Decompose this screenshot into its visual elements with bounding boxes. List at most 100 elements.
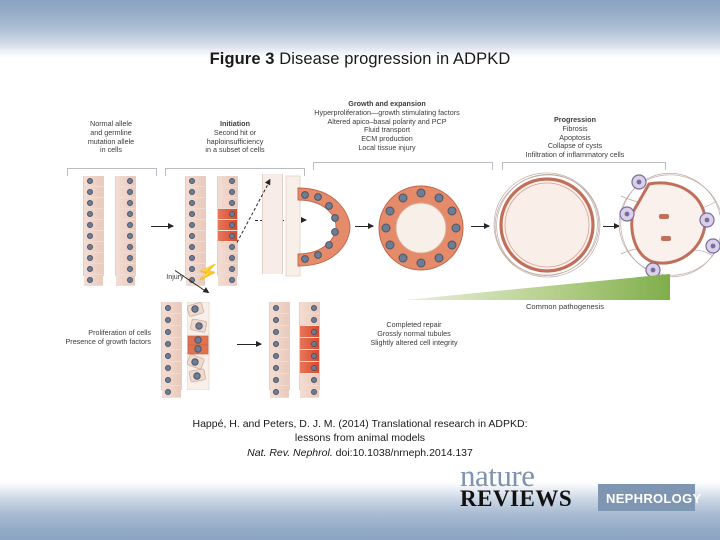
epithelial-cell (300, 326, 319, 338)
epithelial-cell (300, 350, 319, 362)
epithelial-cell (186, 231, 205, 242)
epithelial-cell (116, 187, 135, 198)
epithelial-cell (84, 220, 103, 231)
epithelial-cell (300, 386, 319, 398)
epithelial-cell (116, 264, 135, 275)
epithelial-cell (270, 338, 289, 350)
cell-nucleus (126, 222, 133, 228)
top-gradient-band (0, 0, 720, 58)
cell-nucleus (188, 189, 195, 195)
heading-growth-line5: Local tissue injury (358, 142, 416, 152)
lightning-bolt-icon: ⚡ (195, 260, 221, 285)
heading-initiation-line1: Second hit or (213, 127, 257, 137)
epithelial-cell (84, 176, 103, 187)
sloughing-cells-graphic (187, 302, 210, 390)
repair-line1: Completed repair (386, 320, 442, 329)
bracket-initiation (165, 168, 305, 176)
common-pathogenesis-label: Common pathogenesis (525, 302, 605, 311)
bracket-progression (502, 162, 666, 170)
cell-nucleus (86, 211, 93, 217)
citation-line1: Happé, H. and Peters, D. J. M. (2014) Tr… (192, 418, 528, 430)
heading-initiation-line3: in a subset of cells (205, 145, 265, 155)
epithelial-cell (84, 231, 103, 242)
cell-nucleus (310, 328, 317, 335)
cell-nucleus (126, 277, 133, 283)
epithelial-cell (162, 338, 181, 350)
epithelial-cell (218, 253, 237, 264)
epithelial-cell (218, 264, 237, 275)
expanded-cyst-graphic (493, 172, 601, 278)
heading-growth-title: Growth and expansion (348, 99, 426, 108)
heading-progression-line4: Infiltration of inflammatory cells (525, 150, 625, 160)
cell-nucleus (126, 200, 133, 206)
cell-nucleus (126, 233, 133, 239)
cell-nucleus (86, 178, 93, 184)
repair-line2: Grossly normal tubules (377, 329, 451, 338)
cyst-bulge-graphic (285, 175, 351, 277)
heading-initiation-line2: haploinsufficiency (206, 136, 264, 146)
proliferation-line2: Presence of growth factors (65, 337, 152, 346)
citation-line2: lessons from animal models (294, 432, 426, 445)
epithelial-cell (116, 275, 135, 286)
cell-nucleus (272, 364, 279, 371)
epithelial-cell (186, 242, 205, 253)
cell-nucleus (272, 316, 279, 323)
heading-progression-line3: Collapse of cysts (547, 141, 603, 151)
epithelial-cell (186, 264, 205, 275)
cell-nucleus (188, 200, 195, 206)
cell-nucleus (126, 178, 133, 184)
cell-nucleus (310, 376, 317, 383)
epithelial-cell (84, 253, 103, 264)
citation-journal: Nat. Rev. Nephrol. (247, 446, 333, 459)
epithelial-cell (218, 231, 237, 242)
epithelial-cell (162, 326, 181, 338)
cell-nucleus (228, 255, 235, 261)
cell-nucleus (188, 255, 195, 261)
cell-nucleus (86, 200, 93, 206)
proliferation-line1: Proliferation of cells (88, 328, 151, 337)
cell-nucleus (164, 376, 171, 383)
epithelial-cell (218, 209, 237, 220)
epithelial-cell (218, 187, 237, 198)
epithelial-cell (270, 386, 289, 398)
bracket-growth (313, 162, 493, 170)
cell-nucleus (86, 277, 93, 283)
repair-line3: Slightly altered cell integrity (370, 338, 458, 347)
cell-nucleus (86, 189, 93, 195)
cell-nucleus (310, 304, 317, 311)
heading-normal-line3: mutation allele (87, 136, 135, 146)
cell-nucleus (228, 244, 235, 250)
epithelial-cell (186, 209, 205, 220)
collapsed-cyst-graphic (618, 172, 720, 278)
epithelial-cell (186, 253, 205, 264)
bracket-normal (67, 168, 157, 176)
logo-nephrology-text: NEPHROLOGY (606, 491, 702, 506)
epithelial-cell (162, 362, 181, 374)
epithelial-cell (84, 242, 103, 253)
epithelial-cell (186, 176, 205, 187)
epithelial-cell (162, 302, 181, 314)
epithelial-cell (116, 253, 135, 264)
arrow-injury-to-repair (237, 341, 262, 347)
cell-nucleus (310, 388, 317, 395)
heading-progression-title: Progression (554, 115, 596, 124)
epithelial-cell (300, 302, 319, 314)
arrow-expanded-to-collapsed (603, 223, 620, 229)
epithelial-cell (270, 350, 289, 362)
arrow-normal-to-initiation (151, 223, 174, 229)
heading-growth-line2: Altered apico–basal polarity and PCP (327, 116, 447, 126)
epithelial-cell (270, 362, 289, 374)
epithelial-cell (186, 198, 205, 209)
arrow-ring-to-expanded (471, 223, 490, 229)
cell-nucleus (164, 304, 171, 311)
cell-nucleus (188, 178, 195, 184)
panel-expanded-cyst (491, 166, 603, 284)
cell-nucleus (228, 233, 235, 239)
cell-nucleus (126, 244, 133, 250)
cell-nucleus (86, 244, 93, 250)
cell-nucleus (272, 328, 279, 335)
proliferation-label: Proliferation of cells Presence of growt… (11, 328, 152, 346)
epithelial-cell (84, 187, 103, 198)
epithelial-cell (300, 314, 319, 326)
